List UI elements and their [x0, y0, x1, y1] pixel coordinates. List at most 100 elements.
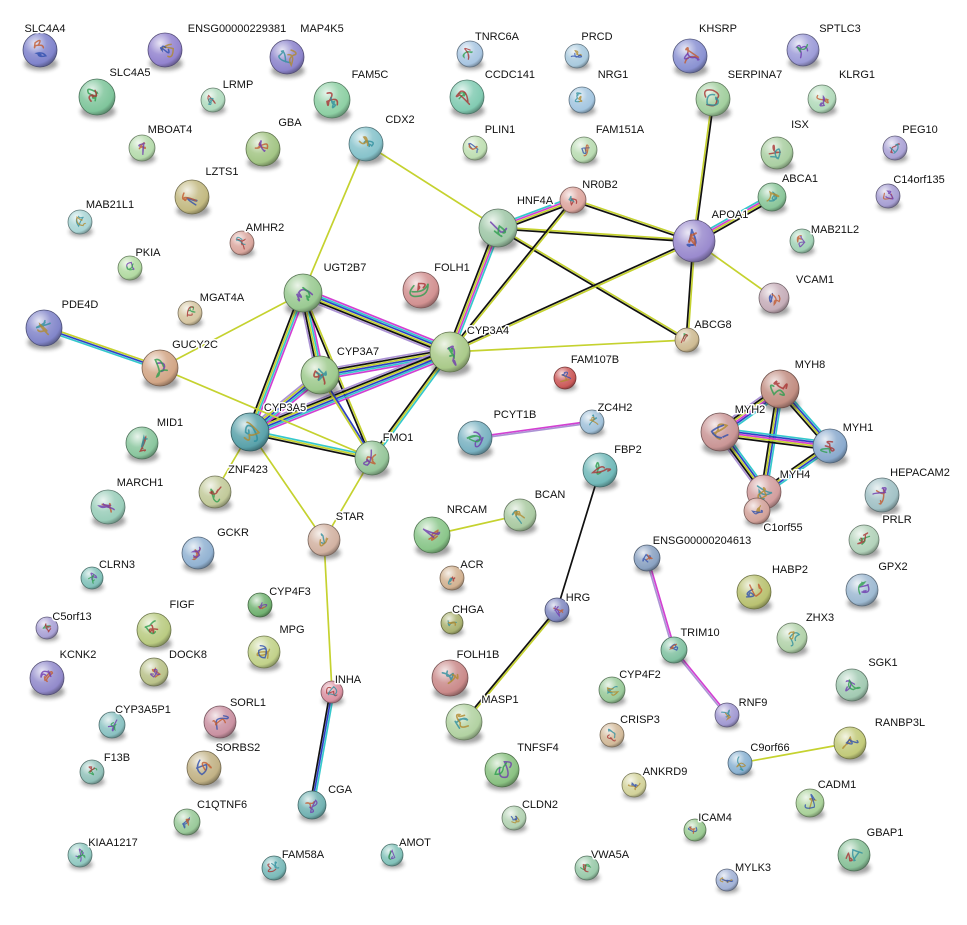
- edge-APOA1-SERPINA7[interactable]: [692, 98, 715, 242]
- node-PDE4D[interactable]: [25, 309, 63, 350]
- edge-GUCY2C-FMO1[interactable]: [159, 367, 373, 459]
- node-AMHR2[interactable]: [229, 230, 255, 258]
- node-GPX2[interactable]: [845, 573, 879, 610]
- node-ENSG00000229381[interactable]: [147, 32, 183, 71]
- node-C1orf55[interactable]: [743, 497, 771, 527]
- node-SERPINA7[interactable]: [695, 81, 731, 120]
- node-GBAP1[interactable]: [837, 838, 871, 875]
- node-RANBP3L[interactable]: [833, 726, 867, 763]
- node-ISX[interactable]: [760, 136, 794, 173]
- node-VCAM1[interactable]: [758, 282, 790, 316]
- node-CDX2[interactable]: [348, 126, 384, 165]
- node-ZC4H2[interactable]: [579, 409, 605, 437]
- node-MYH2[interactable]: [700, 412, 740, 455]
- node-PCYT1B[interactable]: [457, 420, 493, 459]
- node-MASP1[interactable]: [445, 703, 483, 744]
- node-GUCY2C[interactable]: [141, 349, 179, 390]
- node-C9orf66[interactable]: [727, 750, 753, 778]
- node-GCKR[interactable]: [181, 536, 215, 573]
- node-C5orf13[interactable]: [35, 616, 59, 642]
- node-MYH8[interactable]: [760, 369, 800, 412]
- node-LRMP[interactable]: [200, 87, 226, 115]
- node-CYP3A7[interactable]: [300, 355, 340, 398]
- node-NRG1[interactable]: [568, 86, 596, 116]
- node-MID1[interactable]: [125, 426, 159, 463]
- node-SORBS2[interactable]: [186, 750, 222, 789]
- edge-STAR-INHA[interactable]: [323, 539, 333, 693]
- edge-CDX2-UGT2B7[interactable]: [302, 143, 367, 294]
- node-FBP2[interactable]: [582, 452, 618, 491]
- node-HEPACAM2[interactable]: [864, 477, 900, 516]
- node-KIAA1217[interactable]: [67, 842, 93, 870]
- node-SGK1[interactable]: [835, 668, 869, 705]
- node-FOLH1B[interactable]: [431, 659, 469, 700]
- node-CCDC141[interactable]: [449, 79, 485, 118]
- node-AMOT[interactable]: [380, 843, 404, 869]
- node-MARCH1[interactable]: [90, 489, 126, 528]
- node-ABCA1[interactable]: [757, 182, 787, 214]
- edge-CYP3A5-FMO1[interactable]: [248, 429, 374, 461]
- node-CYP3A5[interactable]: [230, 412, 270, 455]
- node-FAM58A[interactable]: [261, 855, 287, 883]
- node-MBOAT4[interactable]: [128, 134, 156, 164]
- node-GBA[interactable]: [245, 131, 281, 170]
- node-CADM1[interactable]: [795, 788, 825, 820]
- node-SPTLC3[interactable]: [786, 33, 820, 70]
- node-STAR[interactable]: [307, 523, 341, 560]
- node-TNRC6A[interactable]: [456, 40, 484, 70]
- node-CYP3A5P1[interactable]: [98, 711, 126, 741]
- node-SLC4A5[interactable]: [78, 78, 116, 119]
- node-ANKRD9[interactable]: [621, 772, 647, 800]
- node-INHA[interactable]: [320, 680, 344, 706]
- node-MAB21L2[interactable]: [789, 228, 815, 256]
- node-FAM151A[interactable]: [570, 136, 598, 166]
- node-CRISP3[interactable]: [599, 722, 625, 750]
- node-HABP2[interactable]: [736, 574, 772, 613]
- node-HRG[interactable]: [544, 597, 570, 625]
- node-PKIA[interactable]: [117, 255, 143, 283]
- node-BCAN[interactable]: [503, 498, 537, 535]
- node-PLIN1[interactable]: [462, 135, 488, 163]
- node-CGA[interactable]: [297, 790, 327, 822]
- node-CYP3A4[interactable]: [429, 331, 471, 376]
- node-FIGF[interactable]: [136, 612, 172, 651]
- edge-GUCY2C-PDE4D[interactable]: [42, 325, 162, 371]
- node-MPG[interactable]: [247, 635, 281, 672]
- node-ZNF423[interactable]: [198, 475, 232, 512]
- edge-CYP3A4-ABCG8[interactable]: [449, 339, 688, 353]
- node-VWA5A[interactable]: [574, 855, 600, 883]
- node-APOA1[interactable]: [672, 219, 716, 267]
- node-KCNK2[interactable]: [29, 660, 65, 699]
- node-HNF4A[interactable]: [478, 208, 518, 251]
- node-TNFSF4[interactable]: [484, 752, 520, 791]
- node-CLDN2[interactable]: [501, 805, 527, 833]
- edge-HNF4A-APOA1[interactable]: [497, 226, 695, 243]
- node-F13B[interactable]: [79, 759, 105, 787]
- node-ZHX3[interactable]: [776, 622, 808, 656]
- node-MYH1[interactable]: [812, 428, 848, 467]
- edge-C9orf66-RANBP3L[interactable]: [739, 742, 851, 764]
- node-C14orf135[interactable]: [875, 183, 901, 211]
- node-TRIM10[interactable]: [660, 636, 688, 666]
- node-PEG10[interactable]: [882, 135, 908, 163]
- edge-PCYT1B-ZC4H2[interactable]: [474, 420, 593, 440]
- node-FAM107B[interactable]: [553, 366, 577, 392]
- node-MGAT4A[interactable]: [177, 300, 203, 328]
- node-FMO1[interactable]: [354, 440, 390, 479]
- node-ICAM4[interactable]: [683, 818, 707, 844]
- node-NR0B2[interactable]: [559, 186, 587, 216]
- edge-HNF4A-ABCG8[interactable]: [496, 226, 689, 342]
- edge-GUCY2C-UGT2B7[interactable]: [159, 292, 304, 369]
- edge-APOA1-CYP3A4[interactable]: [448, 239, 696, 354]
- node-UGT2B7[interactable]: [283, 273, 323, 316]
- node-ABCG8[interactable]: [674, 327, 700, 355]
- node-MYLK3[interactable]: [715, 868, 739, 894]
- node-SORL1[interactable]: [203, 705, 237, 742]
- node-SLC4A4[interactable]: [22, 32, 58, 71]
- node-KHSRP[interactable]: [672, 38, 708, 77]
- node-CLRN3[interactable]: [80, 566, 104, 592]
- edge-NR0B2-CYP3A4[interactable]: [448, 198, 575, 354]
- edge-CDX2-HNF4A[interactable]: [365, 143, 499, 229]
- edge-UGT2B7-CYP3A4[interactable]: [300, 287, 453, 358]
- edge-FBP2-HRG[interactable]: [556, 469, 601, 611]
